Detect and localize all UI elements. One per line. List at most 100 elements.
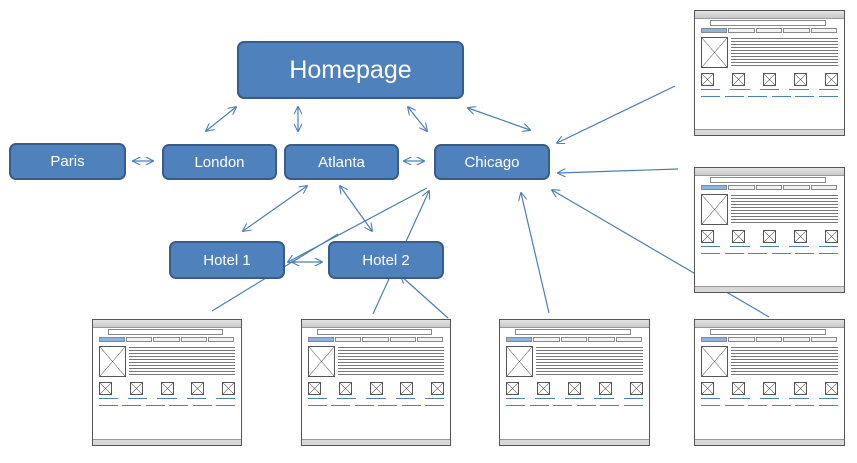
atlanta-label: Atlanta bbox=[318, 153, 365, 171]
wireframe-image-placeholder bbox=[98, 346, 127, 377]
homepage-label: Homepage bbox=[289, 55, 412, 84]
wireframe-tabs bbox=[98, 337, 235, 342]
wireframe-link bbox=[771, 253, 791, 254]
wireframe-thumb-image bbox=[731, 382, 745, 395]
wireframe-link bbox=[789, 246, 809, 247]
wireframe-link bbox=[505, 398, 526, 399]
wireframe-link bbox=[759, 89, 780, 90]
wireframe-link bbox=[700, 89, 721, 90]
wireframe-thumb-image bbox=[307, 382, 321, 395]
wireframe-link bbox=[98, 405, 118, 406]
wireframe-link bbox=[795, 253, 815, 254]
wireframe-thumb-image bbox=[762, 382, 776, 395]
wireframe-tab bbox=[810, 28, 838, 33]
wireframe-tab bbox=[126, 337, 153, 342]
wireframe-link bbox=[529, 405, 549, 406]
wireframe-tab bbox=[615, 337, 643, 342]
wireframe-link bbox=[216, 398, 236, 399]
wireframe-tab bbox=[505, 337, 533, 342]
wireframe-thumb-image bbox=[599, 382, 612, 395]
wireframe-link bbox=[98, 398, 118, 399]
wireframe-statusbar bbox=[302, 439, 450, 445]
wireframe-address-bar bbox=[514, 329, 632, 335]
page-wireframe-2 bbox=[301, 319, 451, 446]
hotel2-label: Hotel 2 bbox=[362, 251, 410, 269]
wireframe-link-row bbox=[700, 88, 839, 91]
wireframe-thumb-image bbox=[431, 382, 445, 395]
wireframe-thumbnails bbox=[700, 230, 839, 243]
wireframe-thumb-image bbox=[700, 230, 714, 243]
wireframe-link bbox=[535, 398, 555, 399]
paris-label: Paris bbox=[50, 153, 85, 170]
page-wireframe-4 bbox=[694, 319, 845, 446]
wireframe-link-row bbox=[98, 404, 236, 407]
wireframe-thumb-image bbox=[338, 382, 352, 395]
wireframe-tab bbox=[588, 337, 615, 342]
wireframe-tab bbox=[416, 337, 444, 342]
wireframe-link-row bbox=[505, 404, 644, 407]
wireframe-link-row bbox=[307, 397, 445, 400]
wireframe-link bbox=[505, 405, 526, 406]
wireframe-tab bbox=[700, 185, 728, 190]
wireframe-link bbox=[700, 246, 721, 247]
page-wireframe-5 bbox=[694, 10, 845, 136]
wireframe-link bbox=[730, 246, 750, 247]
wireframe-link-row bbox=[307, 404, 445, 407]
wireframe-titlebar bbox=[500, 320, 649, 328]
wireframe-thumb-image bbox=[222, 382, 236, 395]
wireframe-link bbox=[192, 405, 212, 406]
wireframe-link bbox=[307, 405, 327, 406]
wireframe-tab bbox=[755, 337, 783, 342]
wireframe-titlebar bbox=[695, 11, 844, 19]
wireframe-link bbox=[795, 96, 815, 97]
wireframe-thumb-image bbox=[567, 382, 581, 395]
wireframe-link bbox=[366, 398, 386, 399]
wireframe-tab bbox=[180, 337, 207, 342]
wireframe-thumb-image bbox=[794, 230, 807, 243]
wireframe-thumb-image bbox=[536, 382, 550, 395]
wireframe-tab bbox=[783, 28, 810, 33]
wireframe-link bbox=[818, 398, 839, 399]
wireframe-image-placeholder bbox=[307, 346, 336, 377]
wireframe-tab bbox=[389, 337, 416, 342]
wireframe-address-bar bbox=[709, 177, 827, 183]
wireframe-thumb-image bbox=[731, 73, 745, 86]
wireframe-6-connector bbox=[558, 168, 679, 173]
wireframe-link bbox=[594, 398, 614, 399]
wireframe-link bbox=[818, 253, 839, 254]
wireframe-tab bbox=[560, 337, 588, 342]
wireframe-link bbox=[724, 253, 744, 254]
wireframe-statusbar bbox=[93, 439, 241, 445]
wireframe-thumb-image bbox=[400, 382, 414, 395]
wireframe-text-block bbox=[730, 194, 839, 225]
wireframe-tab bbox=[700, 28, 728, 33]
wireframe-link bbox=[623, 405, 644, 406]
wireframe-link bbox=[186, 398, 206, 399]
wireframe-link-row bbox=[700, 95, 839, 98]
wireframe-link bbox=[145, 405, 165, 406]
hotel1-label: Hotel 1 bbox=[203, 251, 251, 269]
wireframe-thumb-image bbox=[98, 382, 112, 395]
wireframe-tab bbox=[362, 337, 389, 342]
wireframe-link bbox=[564, 398, 585, 399]
wireframe-text-block bbox=[128, 346, 236, 377]
wireframe-thumb-image bbox=[191, 382, 205, 395]
wireframe-tab bbox=[207, 337, 235, 342]
wireframe-address-bar bbox=[709, 329, 827, 335]
wireframe-link bbox=[759, 246, 780, 247]
wireframe-link bbox=[818, 405, 839, 406]
wireframe-thumb-image bbox=[825, 73, 839, 86]
wireframe-image-placeholder bbox=[700, 194, 729, 225]
wireframe-thumb-image bbox=[825, 230, 839, 243]
wireframe-link bbox=[395, 398, 415, 399]
wireframe-tabs bbox=[700, 337, 838, 342]
hotel2-node: Hotel 2 bbox=[328, 241, 444, 279]
wireframe-address-bar bbox=[709, 20, 827, 26]
wireframe-link bbox=[354, 405, 374, 406]
atlanta-node: Atlanta bbox=[284, 144, 399, 180]
wireframe-link bbox=[789, 89, 809, 90]
wireframe-link bbox=[122, 405, 142, 406]
wireframe-thumbnails bbox=[98, 382, 236, 395]
wireframe-link bbox=[169, 405, 189, 406]
